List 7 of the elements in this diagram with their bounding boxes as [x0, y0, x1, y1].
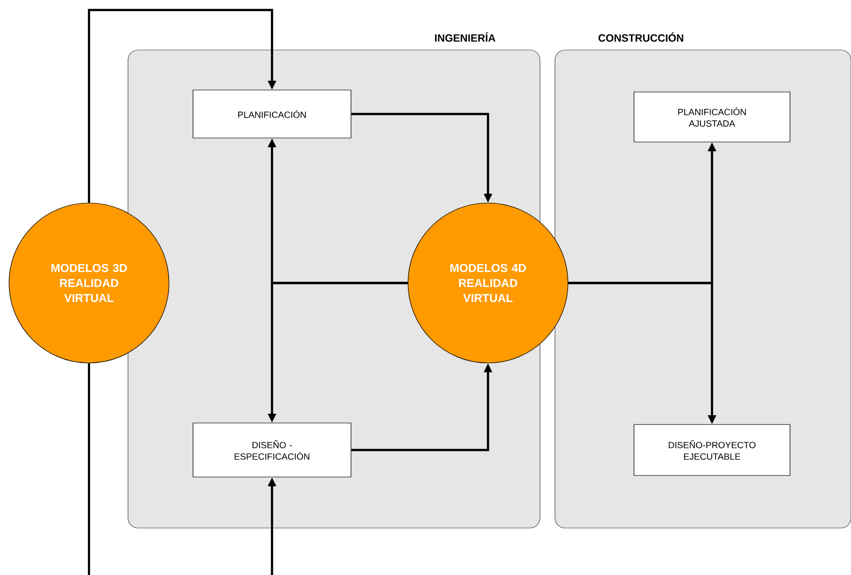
process-box: DISEÑO - ESPECIFICACIÓN	[192, 422, 352, 478]
panel-heading: INGENIERÍA	[435, 32, 496, 42]
arrow	[88, 8, 276, 203]
panel-heading: CONSTRUCCIÓN	[598, 32, 684, 42]
process-box: PLANIFICACIÓN	[192, 90, 352, 138]
process-box: PLANIFICACIÓN AJUSTADA	[634, 92, 790, 142]
process-box: DISEÑO-PROYECTO EJECUTABLE	[634, 424, 790, 476]
